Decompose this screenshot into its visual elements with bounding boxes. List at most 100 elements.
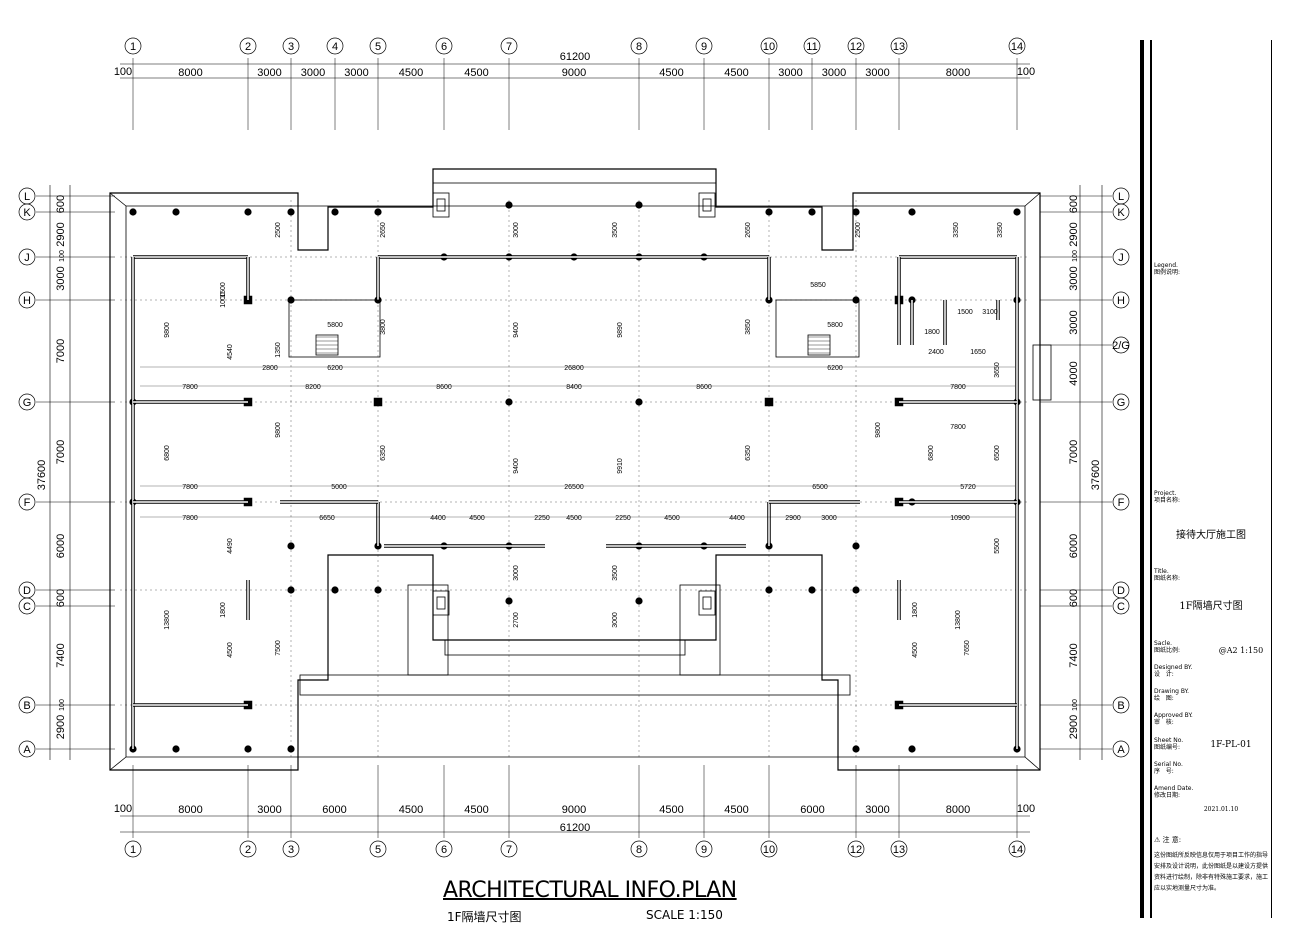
interior-span-dim: 6200 (327, 365, 343, 372)
interior-vertical-dim: 7650 (964, 640, 971, 656)
grid-bubble-top-label: 7 (506, 41, 512, 53)
left-segment-dim: 2900 (55, 715, 67, 739)
sheet-value: 1F-PL-01 (1210, 740, 1252, 750)
interior-span-dim: 5800 (327, 322, 343, 329)
right-segment-dim: 7000 (1068, 440, 1080, 464)
left-segment-dim: 600 (55, 589, 67, 607)
grid-bubble-bottom (282, 840, 300, 858)
interior-vertical-dim: 9400 (513, 322, 520, 338)
title-block: Legend. 图例说明: Project. 项目名称: 接待大厅施工图 Tit… (1140, 40, 1272, 918)
left-segment-dim: 600 (55, 195, 67, 213)
interior-span-dim: 5800 (827, 322, 843, 329)
grid-bubble-bottom-label: 5 (375, 844, 381, 856)
interior-vertical-dim: 9400 (513, 458, 520, 474)
grid-bubble-bottom (760, 840, 778, 858)
grid-bubble-bottom (369, 840, 387, 858)
column (852, 745, 860, 753)
grid-bubble-left (18, 393, 36, 411)
grid-bubble-right-label: A (1117, 744, 1125, 756)
grid-bubble-right-label: C (1117, 601, 1125, 613)
front-porch-right (679, 584, 721, 676)
grid-bubble-top-label: 1 (130, 41, 136, 53)
right-segment-dim: 600 (1068, 589, 1080, 607)
column (331, 208, 339, 216)
top-segment-dim: 3000 (822, 67, 846, 79)
interior-span-dim: 1500 (957, 309, 973, 316)
grid-bubble-right-label: B (1117, 700, 1124, 712)
entrance-pier (698, 590, 716, 616)
right-segment-dim: 4000 (1068, 361, 1080, 385)
grid-bubble-left-label: K (23, 207, 31, 219)
interior-vertical-dim: 4490 (227, 538, 234, 554)
interior-span-dim: 2800 (262, 365, 278, 372)
scale-value: @A2 1:150 (1218, 646, 1264, 655)
right-edge-dim: 100 (1072, 699, 1079, 711)
top-segment-dim: 4500 (724, 67, 748, 79)
grid-bubble-right (1112, 696, 1130, 714)
interior-vertical-dim: 9800 (164, 322, 171, 338)
interior-span-dim: 1800 (924, 329, 940, 336)
grid-bubble-left-label: L (24, 191, 30, 203)
bottom-segment-dim: 8000 (946, 804, 970, 816)
grid-bubble-right-label: J (1118, 252, 1124, 264)
grid-bubble-right-label: G (1117, 397, 1126, 409)
bottom-segment-dim: 4500 (724, 804, 748, 816)
grid-bubble-bottom (124, 840, 142, 858)
interior-vertical-dim: 3350 (997, 222, 1004, 238)
bottom-segment-dim: 6000 (800, 804, 824, 816)
grid-bubble-bottom-label: 13 (893, 844, 905, 856)
grid-bubble-top-label: 14 (1011, 41, 1023, 53)
column (908, 745, 916, 753)
left-segment-dim: 7000 (55, 440, 67, 464)
interior-vertical-dim: 6800 (928, 445, 935, 461)
interior-span-dim: 4400 (430, 515, 446, 522)
left-overall-dim: 37600 (36, 460, 48, 491)
grid-bubble-bottom-label: 1 (130, 844, 136, 856)
notice-title: ⚠ 注 意: (1154, 837, 1268, 844)
sheet-label: Sheet No. 图纸编号: (1154, 737, 1184, 751)
interior-span-dim: 6200 (827, 365, 843, 372)
grid-bubble-right (1112, 203, 1130, 221)
grid-bubble-top-label: 9 (701, 41, 707, 53)
top-segment-dim: 3000 (257, 67, 281, 79)
grid-bubble-top (282, 37, 300, 55)
interior-span-dim: 4500 (469, 515, 485, 522)
grid-bubble-top (1008, 37, 1026, 55)
grid-bubble-left (18, 696, 36, 714)
interior-vertical-dim: 1500 (220, 282, 227, 298)
interior-vertical-dim: 4540 (227, 344, 234, 360)
project-label: Project. 项目名称: (1154, 490, 1181, 504)
interior-span-dim: 8200 (305, 384, 321, 391)
grid-bubble-top-label: 12 (850, 41, 862, 53)
grid-bubble-bottom-label: 7 (506, 844, 512, 856)
grid-bubble-bottom (630, 840, 648, 858)
interior-vertical-dim: 9800 (875, 422, 882, 438)
bottom-segment-dim: 4500 (399, 804, 423, 816)
left-segment-dim: 7000 (55, 339, 67, 363)
interior-span-dim: 1650 (970, 349, 986, 356)
grid-bubble-left (18, 248, 36, 266)
left-edge-dim: 100 (59, 250, 66, 262)
scale-label: Sacle. 图纸比例: (1154, 640, 1181, 654)
interior-vertical-dim: 2650 (745, 222, 752, 238)
grid-bubble-top (326, 37, 344, 55)
interior-span-dim: 7800 (182, 384, 198, 391)
grid-bubble-top-label: 6 (441, 41, 447, 53)
bottom-overall-dim: 61200 (560, 822, 591, 834)
grid-bubble-top-label: 8 (636, 41, 642, 53)
entrance-pier-inner (436, 596, 446, 610)
grid-bubble-bottom (695, 840, 713, 858)
interior-span-dim: 3000 (821, 515, 837, 522)
grid-bubble-top (369, 37, 387, 55)
interior-vertical-dim: 3500 (612, 222, 619, 238)
right-segment-dim: 6000 (1068, 534, 1080, 558)
grid-bubble-right-label: 2/G (1112, 340, 1130, 352)
right-segment-dim: 3000 (1068, 266, 1080, 290)
interior-span-dim: 7800 (950, 424, 966, 431)
amend-value: 2021.01.10 (1203, 806, 1239, 813)
interior-vertical-dim: 1000 (220, 292, 227, 308)
grid-bubble-right (1112, 393, 1130, 411)
interior-vertical-dim: 6500 (994, 445, 1001, 461)
grid-bubble-left (18, 740, 36, 758)
